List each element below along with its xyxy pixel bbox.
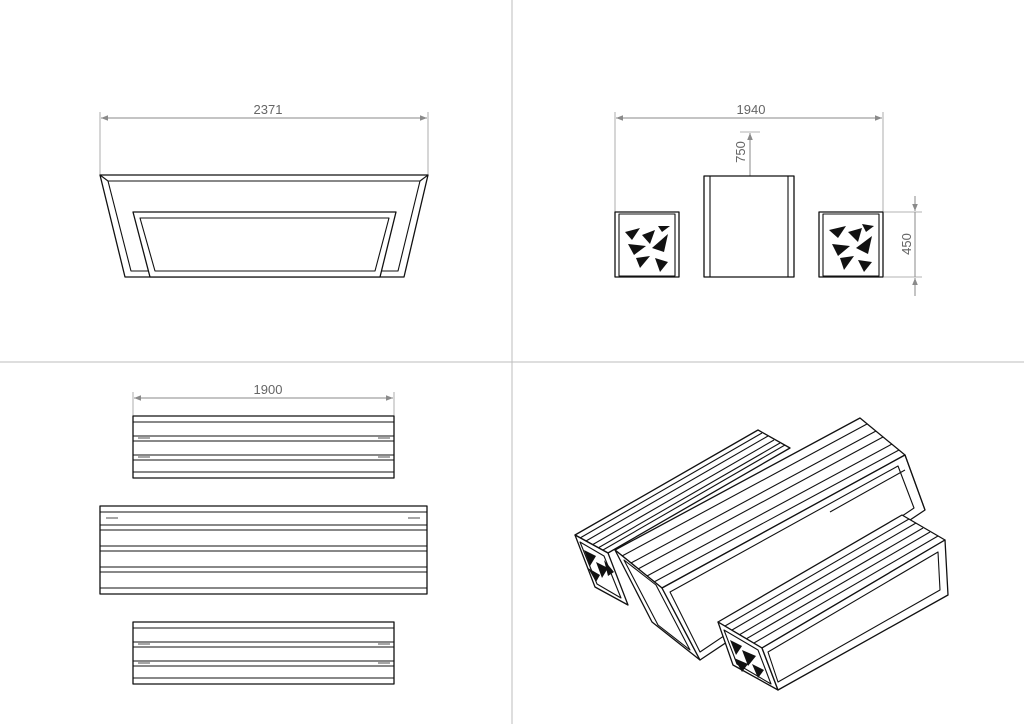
front-width-label: 2371 (254, 102, 283, 117)
bench-length-dimension: 1900 (132, 382, 395, 416)
lower-bench-top (132, 621, 395, 685)
perforated-pattern-icon (625, 226, 670, 272)
side-width-dimension: 1940 (614, 102, 884, 212)
left-bench-side (614, 211, 680, 278)
table-height-label: 750 (733, 141, 748, 163)
iso-table (614, 417, 926, 661)
side-view: 1940 750 450 (614, 102, 922, 296)
table-front-shape (99, 174, 429, 278)
side-width-label: 1940 (737, 102, 766, 117)
iso-back-bench (574, 429, 791, 606)
iso-front-bench (717, 514, 949, 691)
bench-length-label: 1900 (254, 382, 283, 397)
right-bench-side (818, 211, 884, 278)
table-side (703, 175, 795, 278)
perforated-pattern-icon (829, 224, 874, 272)
upper-bench-top (132, 415, 395, 479)
front-width-dimension: 2371 (99, 102, 429, 176)
bench-height-label: 450 (899, 233, 914, 255)
table-top (99, 505, 428, 595)
iso-perforated-pattern-icon (730, 640, 764, 678)
front-view: 2371 (99, 102, 429, 278)
iso-perforated-pattern-icon (584, 550, 614, 582)
bench-height-dimension: 450 (884, 196, 922, 296)
isometric-view (574, 417, 949, 691)
top-view: 1900 (99, 382, 428, 685)
